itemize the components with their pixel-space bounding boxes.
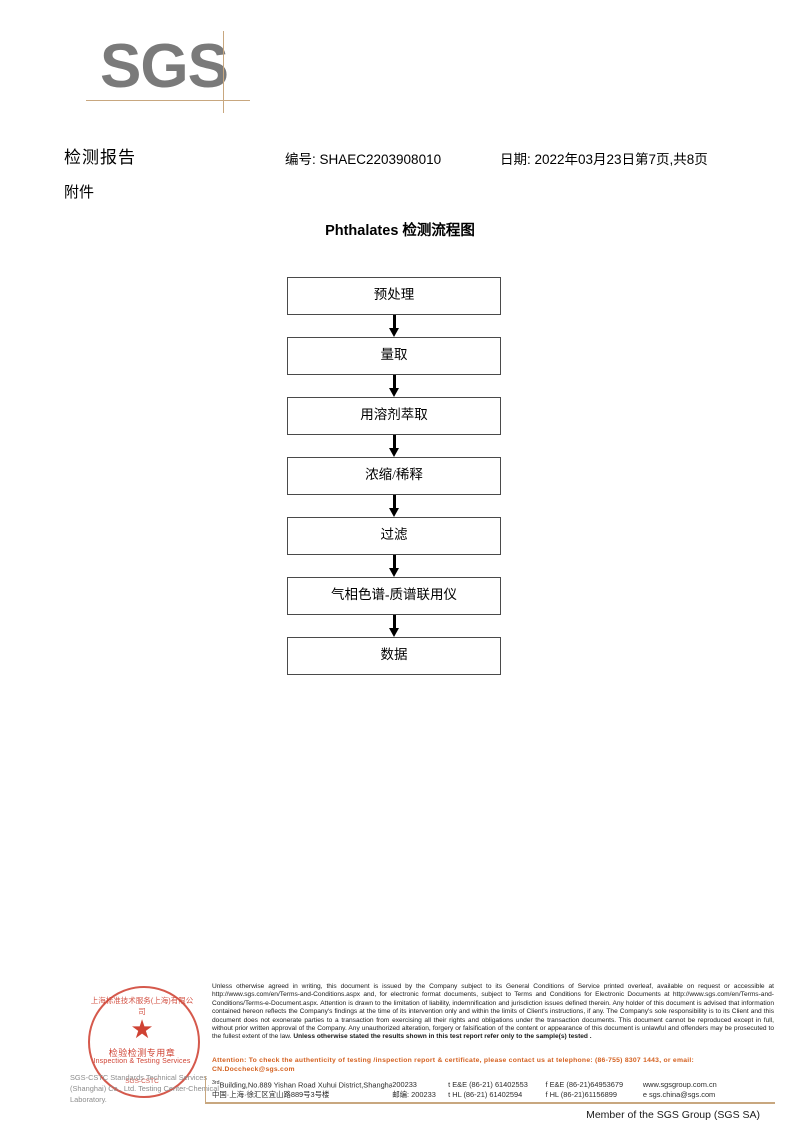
stamp-cn-text: 检验检测专用章 [108, 1048, 176, 1058]
flow-arrow-icon [287, 555, 501, 577]
stamp-arc-bottom-text: SGS-CSTC [125, 1078, 159, 1085]
sgs-logo: SGS [86, 31, 280, 116]
flow-node: 气相色谱-质谱联用仪 [287, 577, 501, 615]
flow-node: 过滤 [287, 517, 501, 555]
flow-node-label: 量取 [380, 347, 408, 362]
flow-arrow-icon [287, 375, 501, 397]
sgs-wordmark: SGS [100, 32, 229, 101]
flow-node-label: 用溶剂萃取 [360, 407, 428, 422]
flow-node: 数据 [287, 637, 501, 675]
logo-vertical-rule [223, 31, 224, 113]
contact-row-en: 3rdBuilding,No.889 Yishan Road Xuhui Dis… [212, 1077, 778, 1089]
zip-cn: 邮编: 200233 [392, 1090, 436, 1099]
address-en-text: Building,No.889 Yishan Road Xuhui Distri… [219, 1080, 393, 1090]
zip-en: 200233 [392, 1080, 417, 1090]
flow-node-label: 预处理 [373, 287, 415, 302]
attention-notice: Attention: To check the authenticity of … [212, 1057, 695, 1073]
stamp-arc-top-text: 上海标准技术服务(上海)有限公司 [90, 996, 194, 1016]
legal-disclaimer: Unless otherwise agreed in writing, this… [212, 983, 774, 1042]
legal-paragraph: Unless otherwise agreed in writing, this… [212, 983, 774, 1041]
page-title: 检测报告 [64, 148, 136, 167]
flow-node: 预处理 [287, 277, 501, 315]
tel-hl: t HL (86-21) 61402594 [448, 1090, 523, 1099]
report-number: 编号: SHAEC2203908010 [285, 152, 442, 167]
address-ordinal: 3 [212, 1080, 215, 1086]
flow-node-label: 气相色谱-质谱联用仪 [331, 587, 457, 602]
page-indicator: 第7页,共8页 [635, 152, 708, 167]
logo-horizontal-rule [86, 100, 250, 101]
flow-node-label: 浓缩/稀释 [365, 467, 423, 482]
contact-row-cn: 中国·上海·徐汇区宜山路889号3号楼 邮编: 200233 t HL (86-… [212, 1089, 778, 1101]
report-date: 日期: 2022年03月23日 [500, 152, 636, 167]
flow-node: 用溶剂萃取 [287, 397, 501, 435]
flow-node-label: 数据 [380, 647, 408, 662]
flow-node: 量取 [287, 337, 501, 375]
footer-vertical-divider [205, 1076, 206, 1103]
website-url[interactable]: www.sgsgroup.com.cn [642, 1080, 717, 1090]
flowchart: 预处理 量取 用溶剂萃取 浓缩/稀释 过滤 气相色谱-质谱联用仪 数据 [287, 277, 503, 675]
member-of-group-line: Member of the SGS Group (SGS SA) [586, 1109, 760, 1121]
flow-arrow-icon [287, 315, 501, 337]
footer-horizontal-rule [205, 1102, 775, 1104]
flow-arrow-icon [287, 435, 501, 457]
flow-arrow-icon [287, 615, 501, 637]
laboratory-name: SGS-CSTC Standards Technical Services (S… [70, 1073, 219, 1104]
flowchart-title: Phthalates 检测流程图 [325, 223, 475, 239]
flow-arrow-icon [287, 495, 501, 517]
address-en: 3rdBuilding,No.889 Yishan Road Xuhui Dis… [212, 1077, 392, 1091]
fax-hl: f HL (86-21)61156899 [545, 1090, 617, 1099]
address-ordinal-suffix: rd [214, 1080, 220, 1086]
tel-ee: t E&E (86-21) 61402553 [448, 1080, 528, 1090]
legal-bold-tail: Unless otherwise stated the results show… [293, 1033, 592, 1041]
stamp-ring [88, 986, 200, 1098]
address-cn: 中国·上海·徐汇区宜山路889号3号楼 [212, 1090, 330, 1099]
flow-node: 浓缩/稀释 [287, 457, 501, 495]
fax-ee: f E&E (86-21)64953679 [545, 1080, 624, 1090]
attachment-label: 附件 [64, 184, 95, 201]
stamp-en-text: Inspection & Testing Services [93, 1058, 191, 1065]
official-seal-stamp: 上海标准技术服务(上海)有限公司 ★ 检验检测专用章 Inspection & … [88, 986, 200, 1098]
footer-contact-grid: 3rdBuilding,No.889 Yishan Road Xuhui Dis… [212, 1077, 778, 1101]
email-address[interactable]: e sgs.china@sgs.com [642, 1090, 716, 1099]
flow-node-label: 过滤 [380, 527, 408, 542]
star-icon: ★ [130, 1014, 154, 1044]
